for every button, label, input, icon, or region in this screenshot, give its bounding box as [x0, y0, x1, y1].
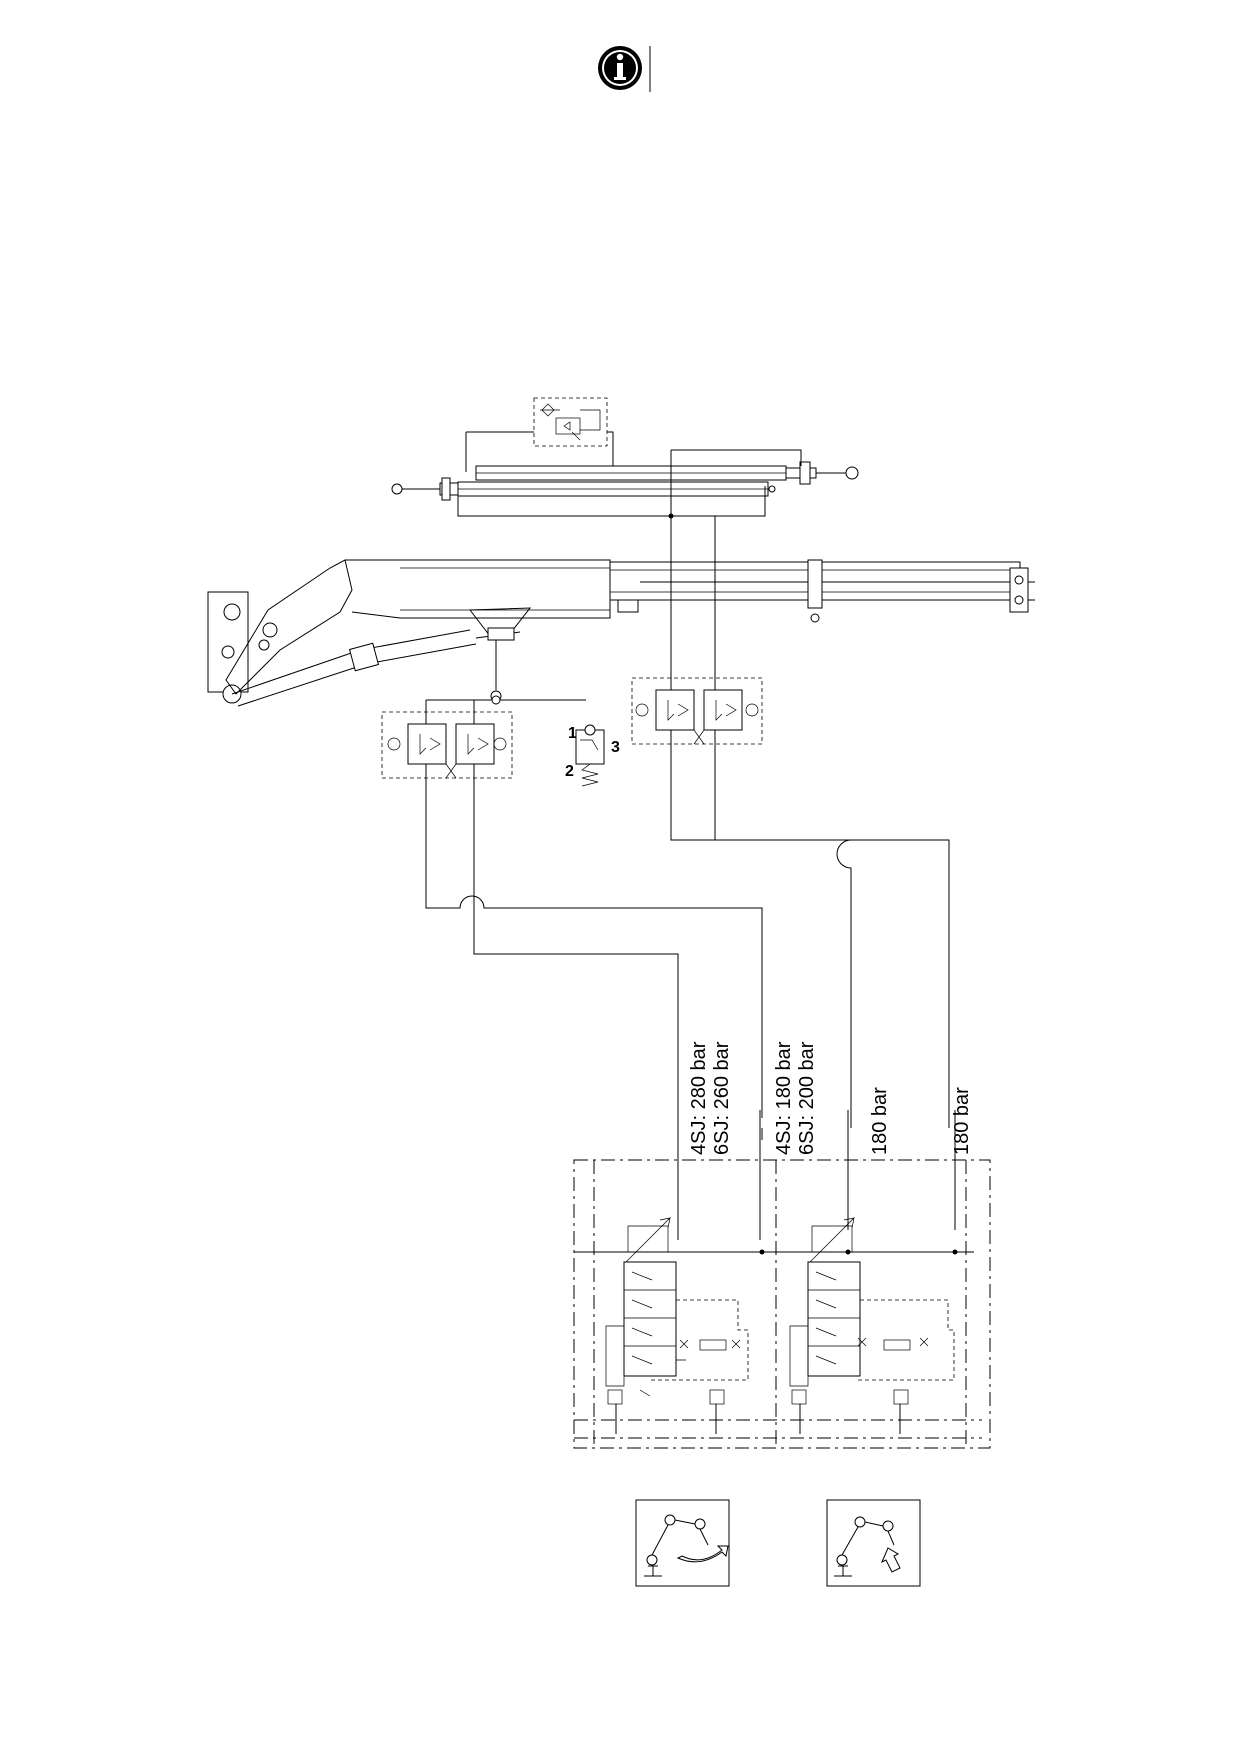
load-holding-valve-left: [381, 695, 586, 788]
pressure-line1-4sj: 4SJ: 280 bar: [688, 1041, 710, 1155]
info-icon: [598, 46, 651, 92]
valve-section-2: [789, 1216, 955, 1434]
load-holding-valve-right: [631, 530, 763, 760]
crane-boom: [207, 559, 1035, 707]
pressure-line4: 180 bar: [951, 1087, 973, 1155]
pressure-line3: 180 bar: [869, 1087, 891, 1155]
boom-slew-pictogram: [635, 1499, 730, 1587]
pressure-line2-6sj: 6SJ: 200 bar: [796, 1041, 818, 1155]
pressure-line2-4sj: 4SJ: 180 bar: [773, 1041, 795, 1155]
control-valve-block: [573, 1159, 991, 1449]
pressure-line1-6sj: 6SJ: 260 bar: [711, 1041, 733, 1155]
switch-port-1: 1: [568, 725, 577, 742]
pressure-labels: 4SJ: 280 bar 6SJ: 260 bar 4SJ: 180 bar 6…: [688, 1041, 973, 1155]
switch-port-3: 3: [611, 739, 620, 756]
switch-port-2: 2: [565, 763, 574, 780]
valve-section-1: [605, 1216, 749, 1434]
hydraulic-lines: [425, 760, 956, 1240]
filter-block: [533, 397, 608, 447]
pressure-switch: 1 2 3: [565, 724, 620, 787]
boom-lower-pictogram: [826, 1499, 921, 1587]
telescopic-cylinders: [391, 397, 859, 696]
